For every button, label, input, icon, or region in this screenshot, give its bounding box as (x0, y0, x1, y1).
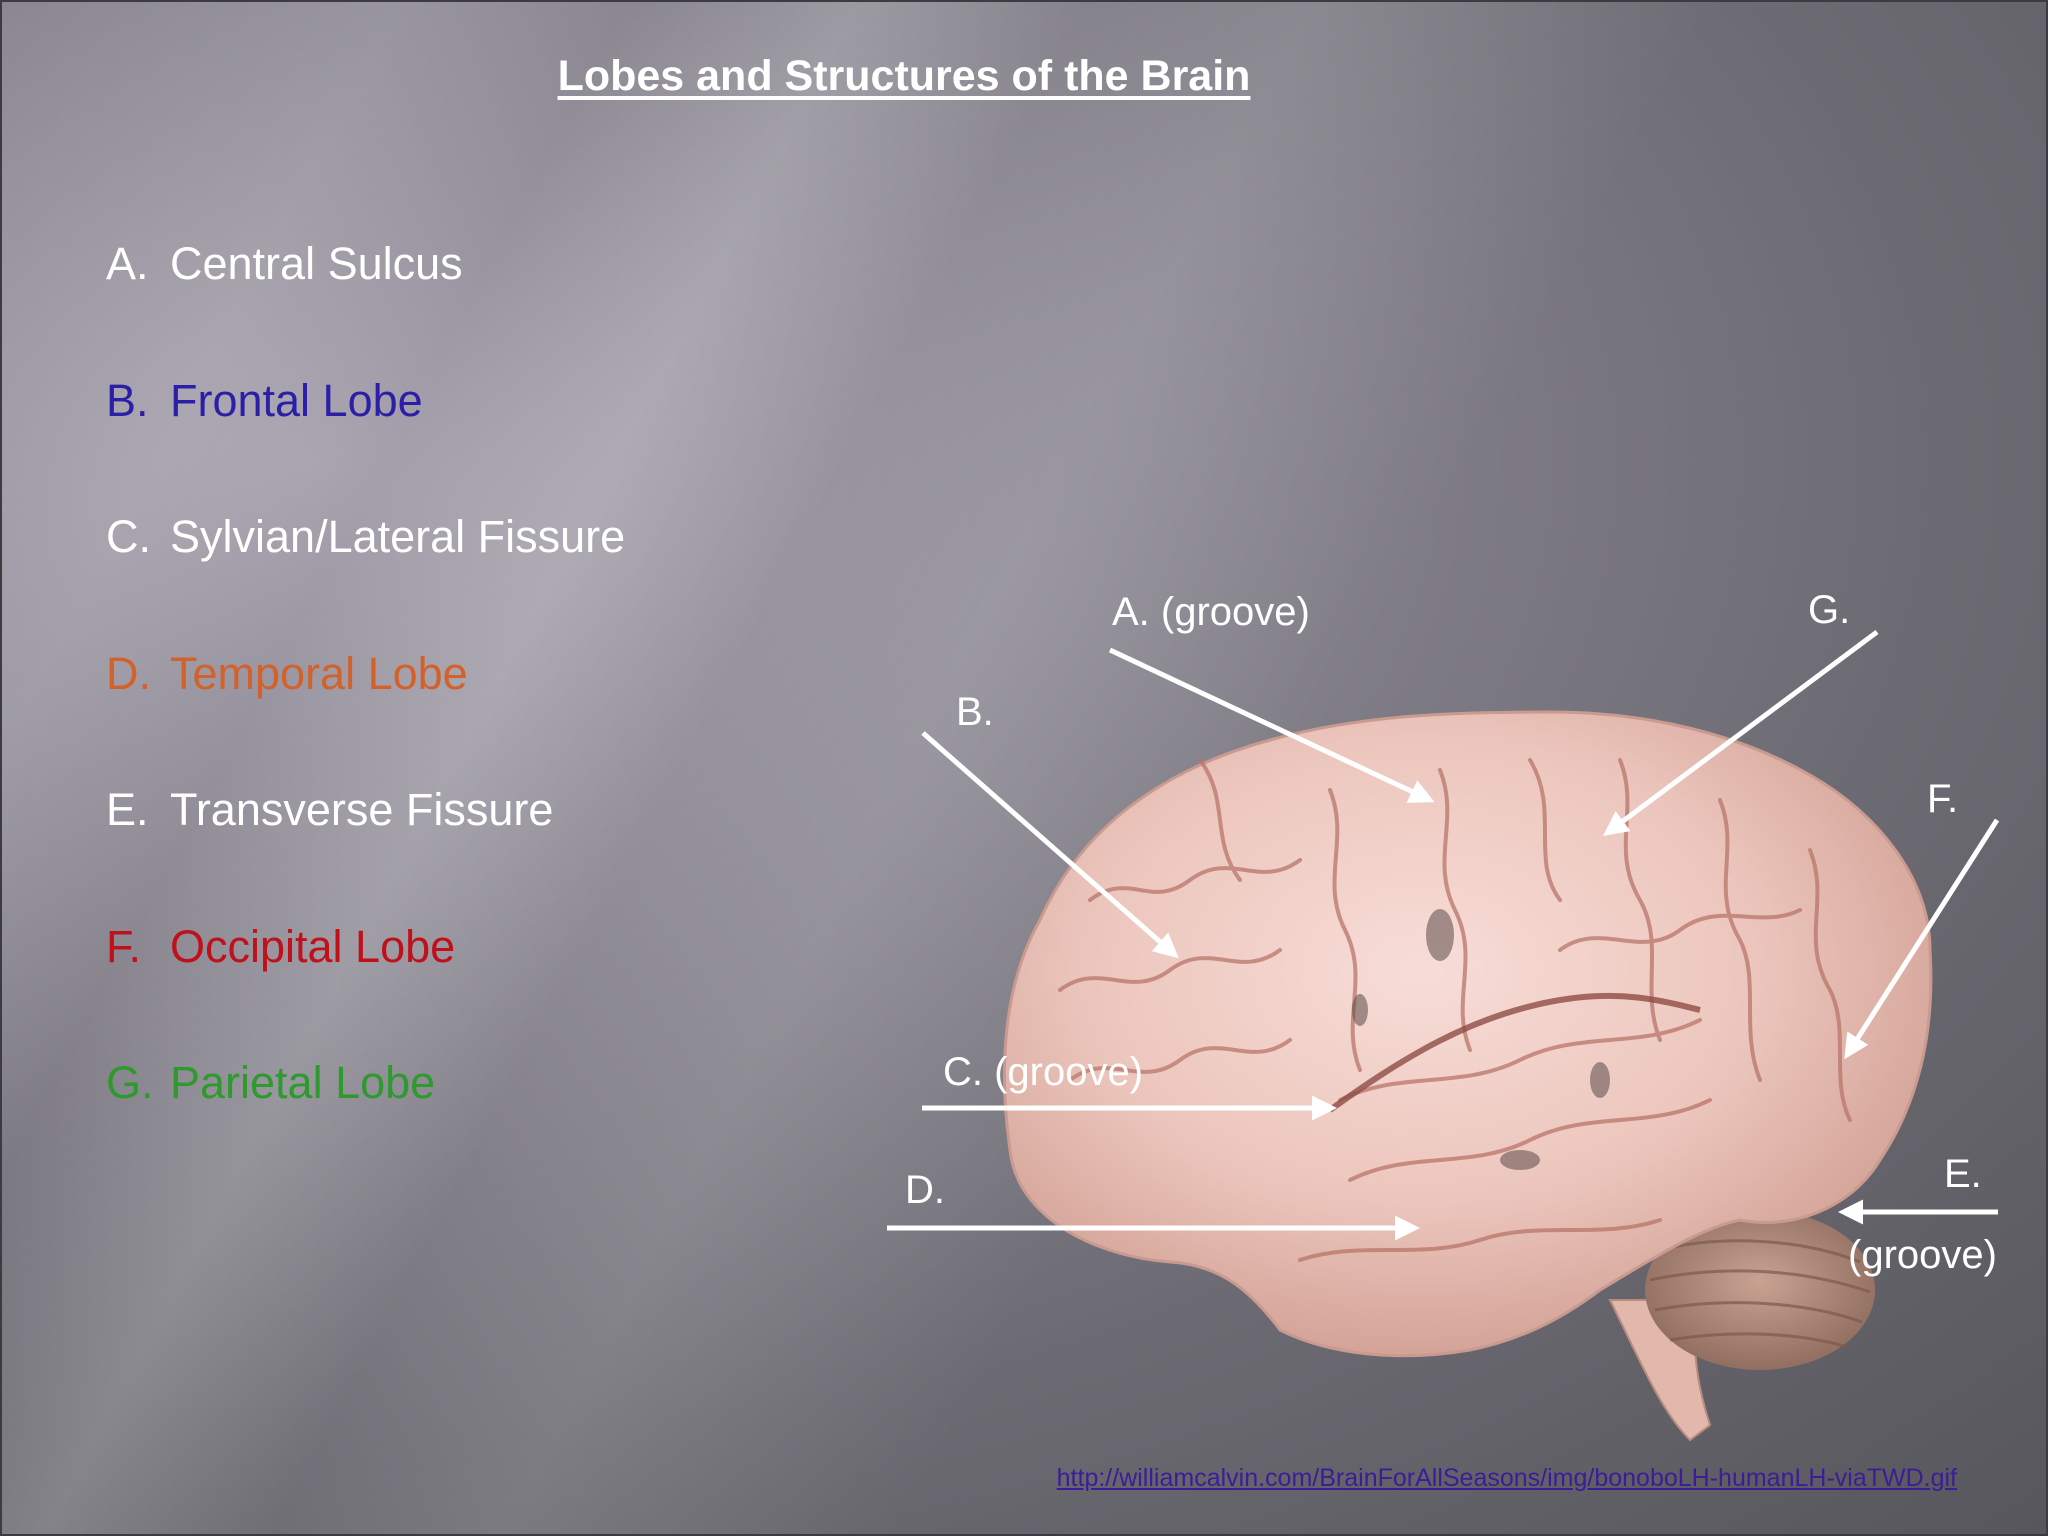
legend-item: D. Temporal Lobe (106, 648, 625, 785)
sylvian-fissure (1328, 992, 1701, 1113)
legend-structure-name: Occipital Lobe (170, 920, 456, 972)
legend-item: C. Sylvian/Lateral Fissure (106, 511, 625, 648)
label-b: B. (956, 690, 994, 734)
legend-letter: F. (106, 920, 142, 972)
annotation-arrows (887, 629, 2000, 1241)
legend-letter: A. (106, 238, 149, 289)
image-source-link[interactable]: http://williamcalvin.com/BrainForAllSeas… (1056, 1464, 1957, 1492)
label-a: A. (groove) (1112, 590, 1310, 634)
cortex-folds (1058, 758, 1852, 1262)
legend-letter: G. (106, 1057, 154, 1108)
legend-structure-name: Central Sulcus (170, 238, 463, 289)
label-c: C. (groove) (943, 1050, 1143, 1094)
legend-item: F. Occipital Lobe (106, 921, 625, 1058)
arrow-f (1844, 818, 2000, 1060)
cerebellum-folds (1649, 1239, 1871, 1350)
label-d: D. (905, 1168, 945, 1212)
legend-item: A. Central Sulcus (106, 238, 625, 375)
legend-structure-name: Sylvian/Lateral Fissure (170, 511, 626, 562)
label-e-note: (groove) (1848, 1233, 1997, 1277)
legend-letter: E. (106, 784, 149, 835)
arrow-b (921, 731, 1179, 959)
deep-sulci (1352, 909, 1610, 1170)
arrow-a (1108, 647, 1435, 803)
label-e: E. (1944, 1152, 1982, 1196)
legend-item: G. Parietal Lobe (106, 1057, 625, 1194)
label-g: G. (1808, 588, 1850, 632)
legend-structure-name: Temporal Lobe (170, 647, 468, 699)
legend-letter: D. (106, 647, 151, 699)
legend-item: B. Frontal Lobe (106, 375, 625, 512)
label-f: F. (1927, 777, 1958, 821)
legend-item: E. Transverse Fissure (106, 784, 625, 921)
legend-letter: C. (106, 511, 151, 562)
legend-structure-name: Parietal Lobe (170, 1057, 436, 1108)
legend-letter: B. (106, 374, 149, 426)
arrow-g (1602, 629, 1879, 836)
legend-structure-name: Transverse Fissure (170, 784, 554, 835)
slide-title: Lobes and Structures of the Brain (557, 52, 1251, 100)
legend-structure-name: Frontal Lobe (170, 374, 423, 426)
